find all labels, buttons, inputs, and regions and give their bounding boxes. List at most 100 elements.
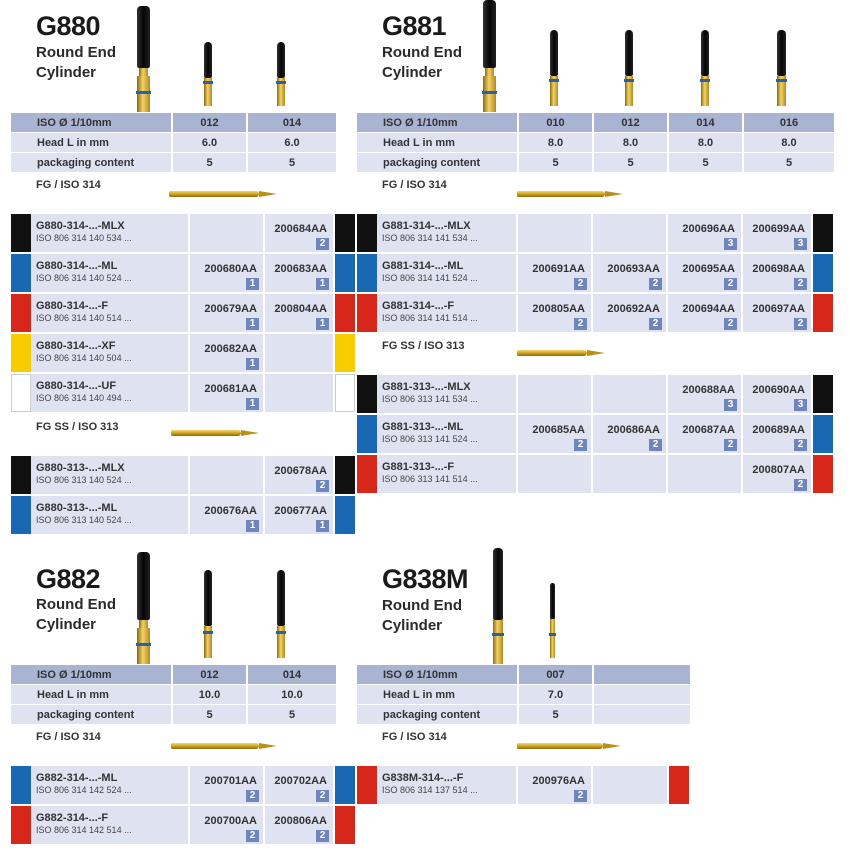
color-band xyxy=(334,333,355,374)
iso-code: ISO 806 313 141 534 ... xyxy=(382,394,478,404)
order-number: 200699AA xyxy=(752,223,805,235)
order-number: 200685AA xyxy=(532,424,585,436)
order-number: 200686AA xyxy=(607,424,660,436)
order-number: 200807AA xyxy=(752,464,805,476)
spec-value: 5 xyxy=(247,704,338,725)
spec-value: 014 xyxy=(247,665,338,685)
spec-label: packaging content xyxy=(11,152,173,173)
order-number: 200684AA xyxy=(274,223,327,235)
product-name: G838M-314-...-F xyxy=(382,772,464,784)
order-number: 200678AA xyxy=(274,465,327,477)
order-cell xyxy=(592,375,668,415)
pack-qty-badge: 2 xyxy=(316,238,329,250)
order-cell xyxy=(517,375,593,415)
color-band xyxy=(334,293,355,334)
g881-fg-bur-icon xyxy=(517,191,605,197)
pack-qty-badge: 2 xyxy=(316,830,329,842)
order-number: 200804AA xyxy=(274,303,327,315)
g880-subtitle-1: Round End xyxy=(36,44,116,61)
product-name: G882-314-...-ML xyxy=(36,772,118,784)
g881-fg-standard: FG / ISO 314 xyxy=(382,179,447,191)
pack-qty-badge: 1 xyxy=(316,318,329,330)
spec-empty-cell xyxy=(593,684,692,705)
order-number: 200690AA xyxy=(752,384,805,396)
color-band xyxy=(334,373,355,414)
g880-subtitle-2: Cylinder xyxy=(36,64,97,81)
spec-value: 014 xyxy=(668,113,744,133)
spec-label: Head L in mm xyxy=(11,684,173,705)
spec-value: 5 xyxy=(518,704,594,725)
spec-value: 5 xyxy=(172,704,248,725)
spec-value: 014 xyxy=(247,113,338,133)
color-band xyxy=(357,766,377,806)
spec-label: packaging content xyxy=(357,152,519,173)
color-band xyxy=(11,373,31,414)
order-cell xyxy=(592,454,668,495)
pack-qty-badge: 2 xyxy=(574,318,587,330)
color-band xyxy=(334,766,355,806)
order-cell xyxy=(264,373,335,414)
color-band xyxy=(11,214,31,254)
color-band xyxy=(11,495,31,536)
spec-label: packaging content xyxy=(357,704,519,725)
pack-qty-badge: 1 xyxy=(246,520,259,532)
pack-qty-badge: 1 xyxy=(246,398,259,410)
spec-value: 5 xyxy=(518,152,594,173)
order-cell xyxy=(189,456,265,496)
spec-value: 012 xyxy=(172,113,248,133)
pack-qty-badge: 2 xyxy=(574,278,587,290)
spec-value: 012 xyxy=(172,665,248,685)
order-number: 200681AA xyxy=(204,383,257,395)
spec-value: 012 xyxy=(593,113,669,133)
bur-tip-icon xyxy=(603,743,621,749)
color-band xyxy=(357,454,377,495)
spec-value: 7.0 xyxy=(518,684,594,705)
pack-qty-badge: 2 xyxy=(794,278,807,290)
product-name: G880-313-...-MLX xyxy=(36,462,125,474)
color-band xyxy=(11,766,31,806)
pack-qty-badge: 2 xyxy=(574,790,587,802)
iso-code: ISO 806 314 141 534 ... xyxy=(382,233,478,243)
order-number: 200805AA xyxy=(532,303,585,315)
g882-title: G882 xyxy=(36,564,101,594)
product-name: G880-314-...-ML xyxy=(36,260,118,272)
spec-value: 5 xyxy=(743,152,836,173)
order-cell xyxy=(517,214,593,254)
spec-empty-cell xyxy=(593,665,692,685)
g838m-007-bur-icon xyxy=(549,583,556,658)
g881-012-bur-icon xyxy=(624,30,634,106)
order-cell xyxy=(592,766,669,806)
bur-tip-icon xyxy=(241,430,259,436)
pack-qty-badge: 2 xyxy=(649,278,662,290)
iso-code: ISO 806 314 140 524 ... xyxy=(36,273,132,283)
g881-subtitle-2: Cylinder xyxy=(382,64,443,81)
iso-code: ISO 806 313 141 524 ... xyxy=(382,434,478,444)
product-name: G881-313-...-ML xyxy=(382,421,464,433)
g838m-fg-bur-icon xyxy=(517,743,603,749)
bur-tip-icon xyxy=(259,743,277,749)
color-band xyxy=(357,293,377,334)
iso-code: ISO 806 314 142 524 ... xyxy=(36,785,132,795)
